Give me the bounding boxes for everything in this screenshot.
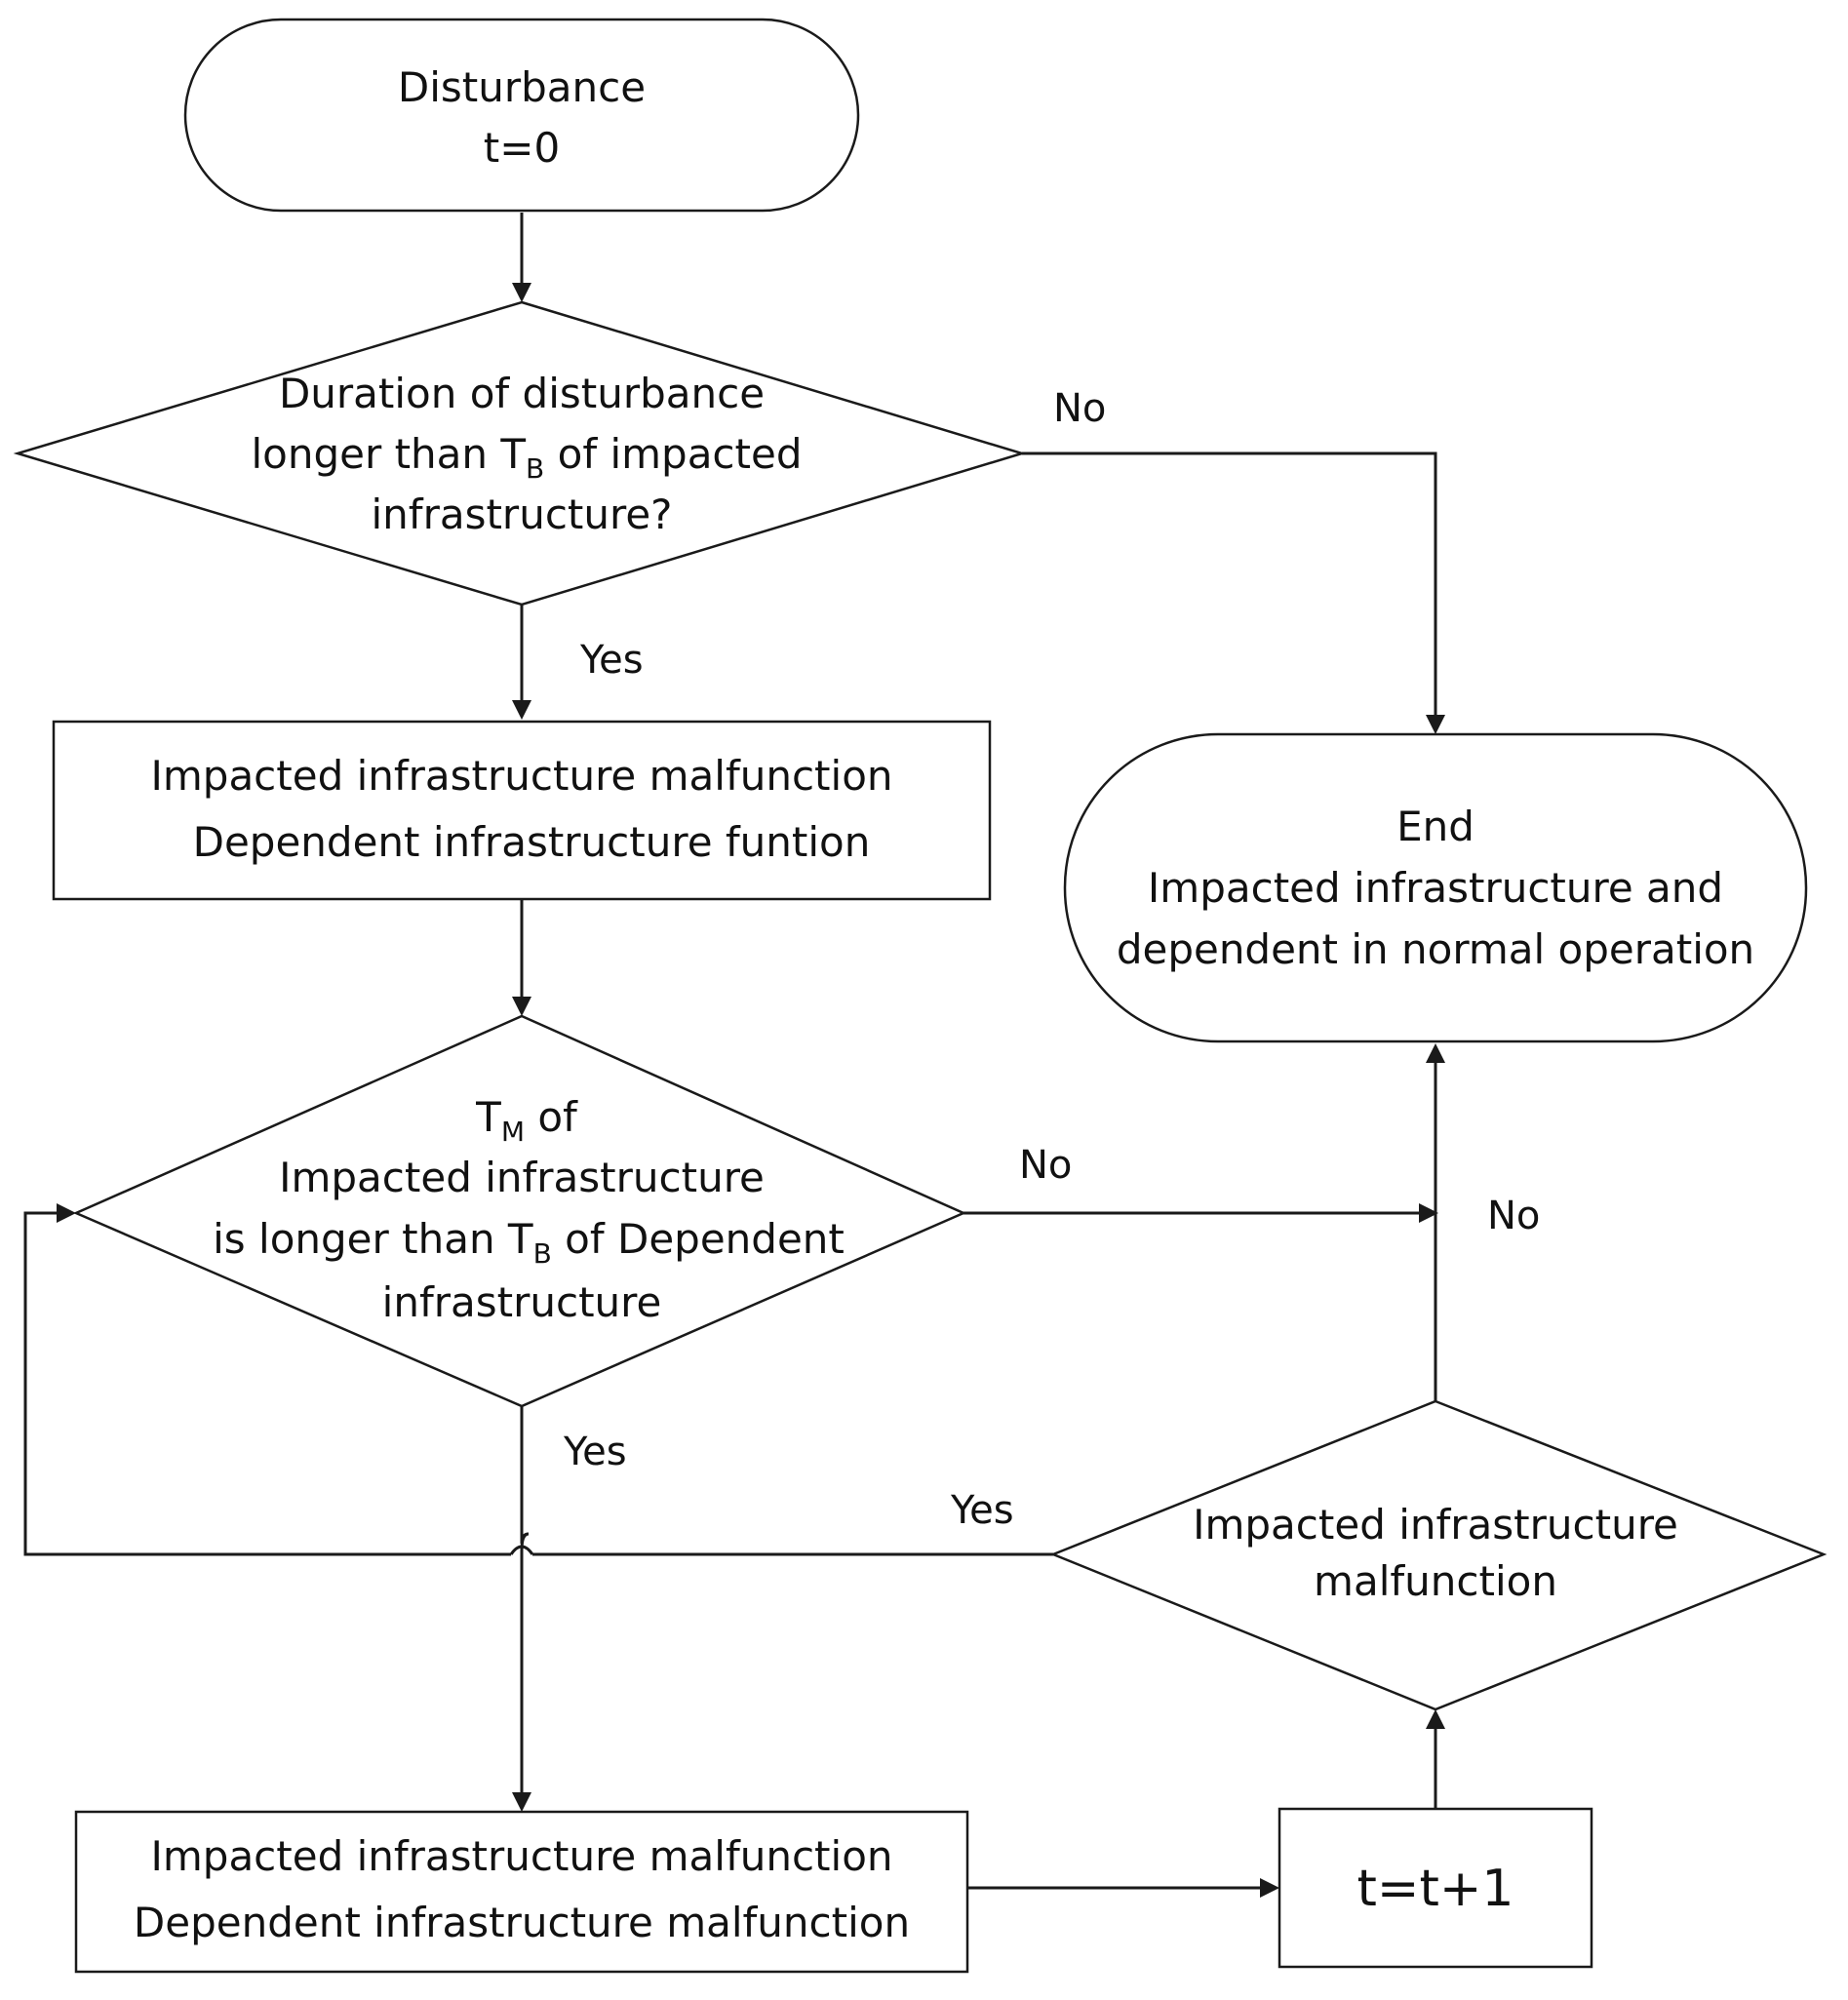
arrowhead [1426, 715, 1445, 734]
decision1-line3: infrastructure? [372, 490, 673, 538]
line-hop [509, 1545, 534, 1555]
decision2-line1: TM of [475, 1093, 578, 1148]
edge-decision2-yes [520, 1406, 530, 1792]
end-label: End [1396, 803, 1474, 850]
decision1-line2: longer than TB of impacted [251, 430, 802, 485]
decision2-line1-post: of [525, 1093, 578, 1141]
decision3-line1: Impacted infrastructure [1193, 1501, 1678, 1549]
end-line3: dependent in normal operation [1117, 925, 1754, 973]
decision2-line2: Impacted infrastructure [279, 1154, 765, 1201]
process-shape [74, 1810, 969, 1974]
decision1-no-label: No [1053, 386, 1106, 431]
arrowhead [512, 997, 531, 1016]
process1-node: Impacted infrastructure malfunction Depe… [52, 720, 992, 901]
decision1-node: Duration of disturbance longer than TB o… [13, 300, 1027, 607]
decision1-line2-sub: B [526, 452, 544, 485]
edge-labels: No Yes No Yes No Yes [563, 386, 1540, 1533]
arrowhead [1426, 1709, 1445, 1729]
process2-node: Impacted infrastructure malfunction Depe… [74, 1810, 969, 1974]
decision1-line2-pre: longer than T [251, 430, 526, 478]
arrowhead [1426, 1043, 1445, 1063]
start-node: Disturbance t=0 [183, 18, 860, 213]
decision2-no-label: No [1019, 1143, 1072, 1188]
decision3-no-label: No [1487, 1194, 1540, 1238]
arrowhead [1419, 1203, 1438, 1223]
decision2-line4: infrastructure [382, 1278, 662, 1326]
start-time-label: t=0 [484, 124, 560, 172]
counter-label: t=t+1 [1357, 1860, 1514, 1918]
decision2-line3-sub: B [533, 1237, 552, 1270]
arrowhead [1260, 1878, 1279, 1898]
arrowhead [512, 700, 531, 720]
decision2-line3-post: of Dependent [552, 1215, 845, 1263]
decision2-line3-pre: is longer than T [213, 1215, 533, 1263]
decision2-line1-sub: M [501, 1116, 525, 1148]
start-label: Disturbance [398, 63, 646, 111]
decision-shape [13, 300, 1027, 607]
process2-line1: Impacted infrastructure malfunction [150, 1832, 892, 1880]
decision3-node: Impacted infrastructure malfunction [1049, 1399, 1828, 1711]
process-shape [52, 720, 992, 901]
decision1-yes-label: Yes [579, 638, 644, 683]
end-node: End Impacted infrastructure and dependen… [1063, 732, 1808, 1043]
edges [23, 213, 1445, 1898]
decision-shape [72, 1014, 967, 1408]
decision-shape [1049, 1399, 1828, 1711]
terminator-shape [183, 18, 860, 213]
process1-line1: Impacted infrastructure malfunction [150, 752, 892, 800]
terminator-shape [1063, 732, 1808, 1043]
process-shape [1278, 1807, 1593, 1969]
decision2-yes-label: Yes [563, 1430, 627, 1474]
edge-decision1-no [1022, 451, 1437, 715]
decision2-line1-pre: T [475, 1093, 501, 1141]
decision1-line2-post: of impacted [544, 430, 802, 478]
process2-line2: Dependent infrastructure malfunction [134, 1899, 910, 1946]
arrowhead [57, 1203, 76, 1223]
decision2-node: TM of Impacted infrastructure is longer … [72, 1014, 967, 1408]
counter-node: t=t+1 [1278, 1807, 1593, 1969]
arrowhead [512, 1792, 531, 1812]
end-line2: Impacted infrastructure and [1148, 864, 1723, 912]
arrowhead [512, 283, 531, 302]
decision2-line3: is longer than TB of Dependent [213, 1215, 845, 1270]
decision3-yes-label: Yes [950, 1488, 1014, 1533]
edge-decision3-yes-loop-left [23, 1211, 511, 1556]
decision1-line1: Duration of disturbance [279, 370, 765, 417]
process1-line2: Dependent infrastructure funtion [193, 818, 871, 866]
decision3-line2: malfunction [1314, 1557, 1557, 1605]
